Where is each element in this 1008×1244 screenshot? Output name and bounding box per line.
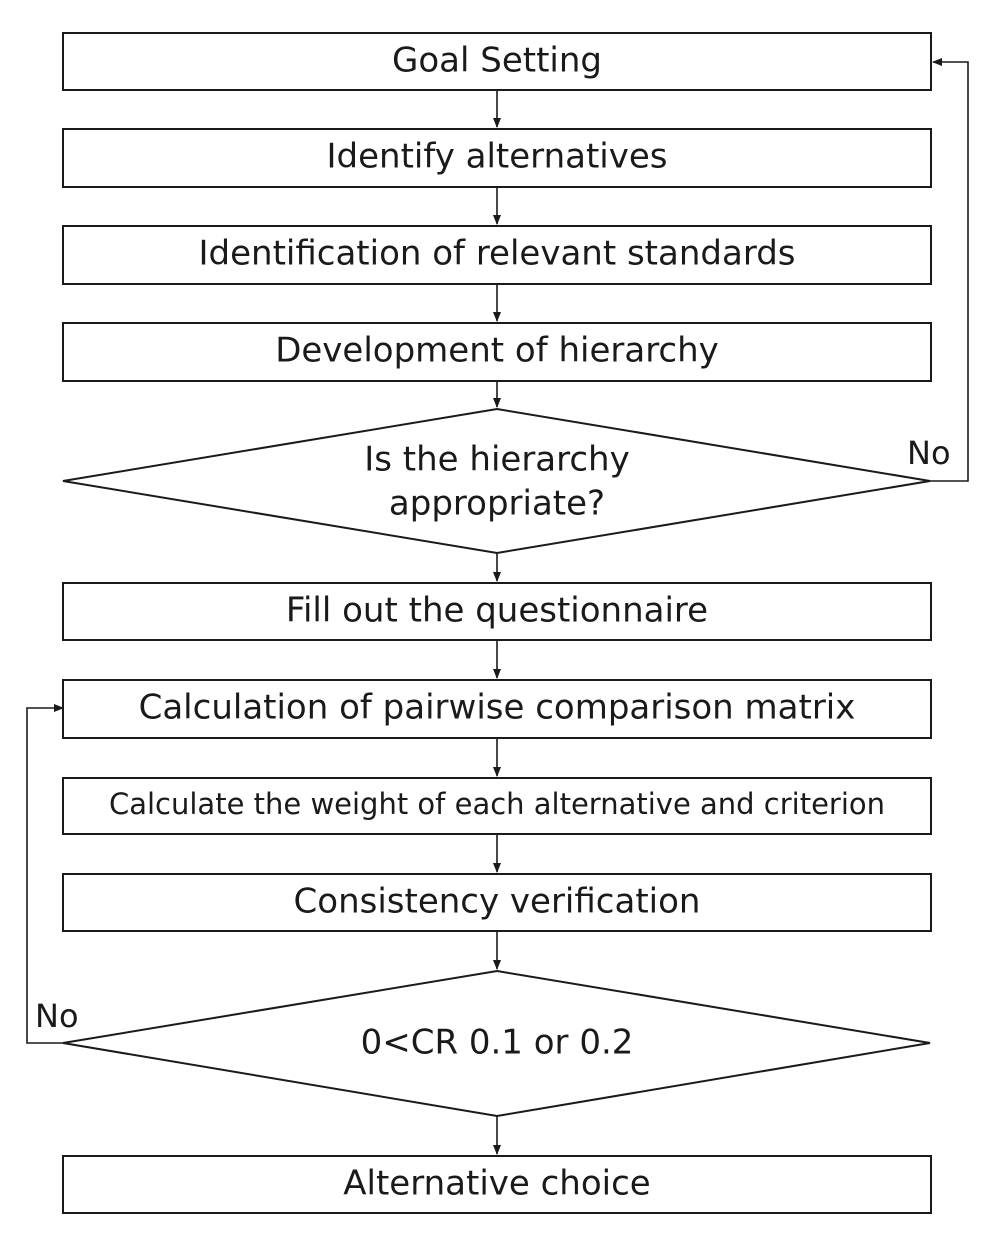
node-alternative-choice-label: Alternative choice xyxy=(343,1164,650,1204)
edge-cr-no-loop xyxy=(26,704,64,1044)
node-identify-standards-label: Identification of relevant standards xyxy=(199,234,796,274)
node-fill-questionnaire: Fill out the questionnaire xyxy=(62,582,932,641)
node-calculate-weights: Calculate the weight of each alternative… xyxy=(62,777,932,835)
node-fill-questionnaire-label: Fill out the questionnaire xyxy=(286,591,708,631)
node-identify-standards: Identification of relevant standards xyxy=(62,225,932,285)
node-calculate-weights-label: Calculate the weight of each alternative… xyxy=(109,787,885,821)
decision-cr-check-label: 0<CR 0.1 or 0.2 xyxy=(361,1023,634,1063)
edge-hierarchy-no-loop xyxy=(930,58,969,482)
node-goal-setting: Goal Setting xyxy=(62,32,932,91)
node-develop-hierarchy-label: Development of hierarchy xyxy=(275,331,719,371)
node-consistency-verification: Consistency verification xyxy=(62,873,932,932)
node-pairwise-matrix: Calculation of pairwise comparison matri… xyxy=(62,679,932,739)
decision-hierarchy-check-label-line1: Is the hierarchy xyxy=(364,440,629,480)
edge-label-hierarchy-no: No xyxy=(907,434,951,472)
node-pairwise-matrix-label: Calculation of pairwise comparison matri… xyxy=(139,688,856,728)
decision-cr-check: 0<CR 0.1 or 0.2 xyxy=(62,969,931,1118)
node-identify-alternatives: Identify alternatives xyxy=(62,128,932,188)
node-alternative-choice: Alternative choice xyxy=(62,1155,932,1214)
node-consistency-verification-label: Consistency verification xyxy=(294,882,701,922)
node-develop-hierarchy: Development of hierarchy xyxy=(62,322,932,382)
decision-hierarchy-check: Is the hierarchy appropriate? xyxy=(62,407,931,555)
node-identify-alternatives-label: Identify alternatives xyxy=(327,137,668,177)
decision-hierarchy-check-label-line2: appropriate? xyxy=(389,484,605,524)
edge-label-cr-no: No xyxy=(35,997,79,1035)
node-goal-setting-label: Goal Setting xyxy=(392,41,602,81)
connectors xyxy=(26,58,969,1155)
